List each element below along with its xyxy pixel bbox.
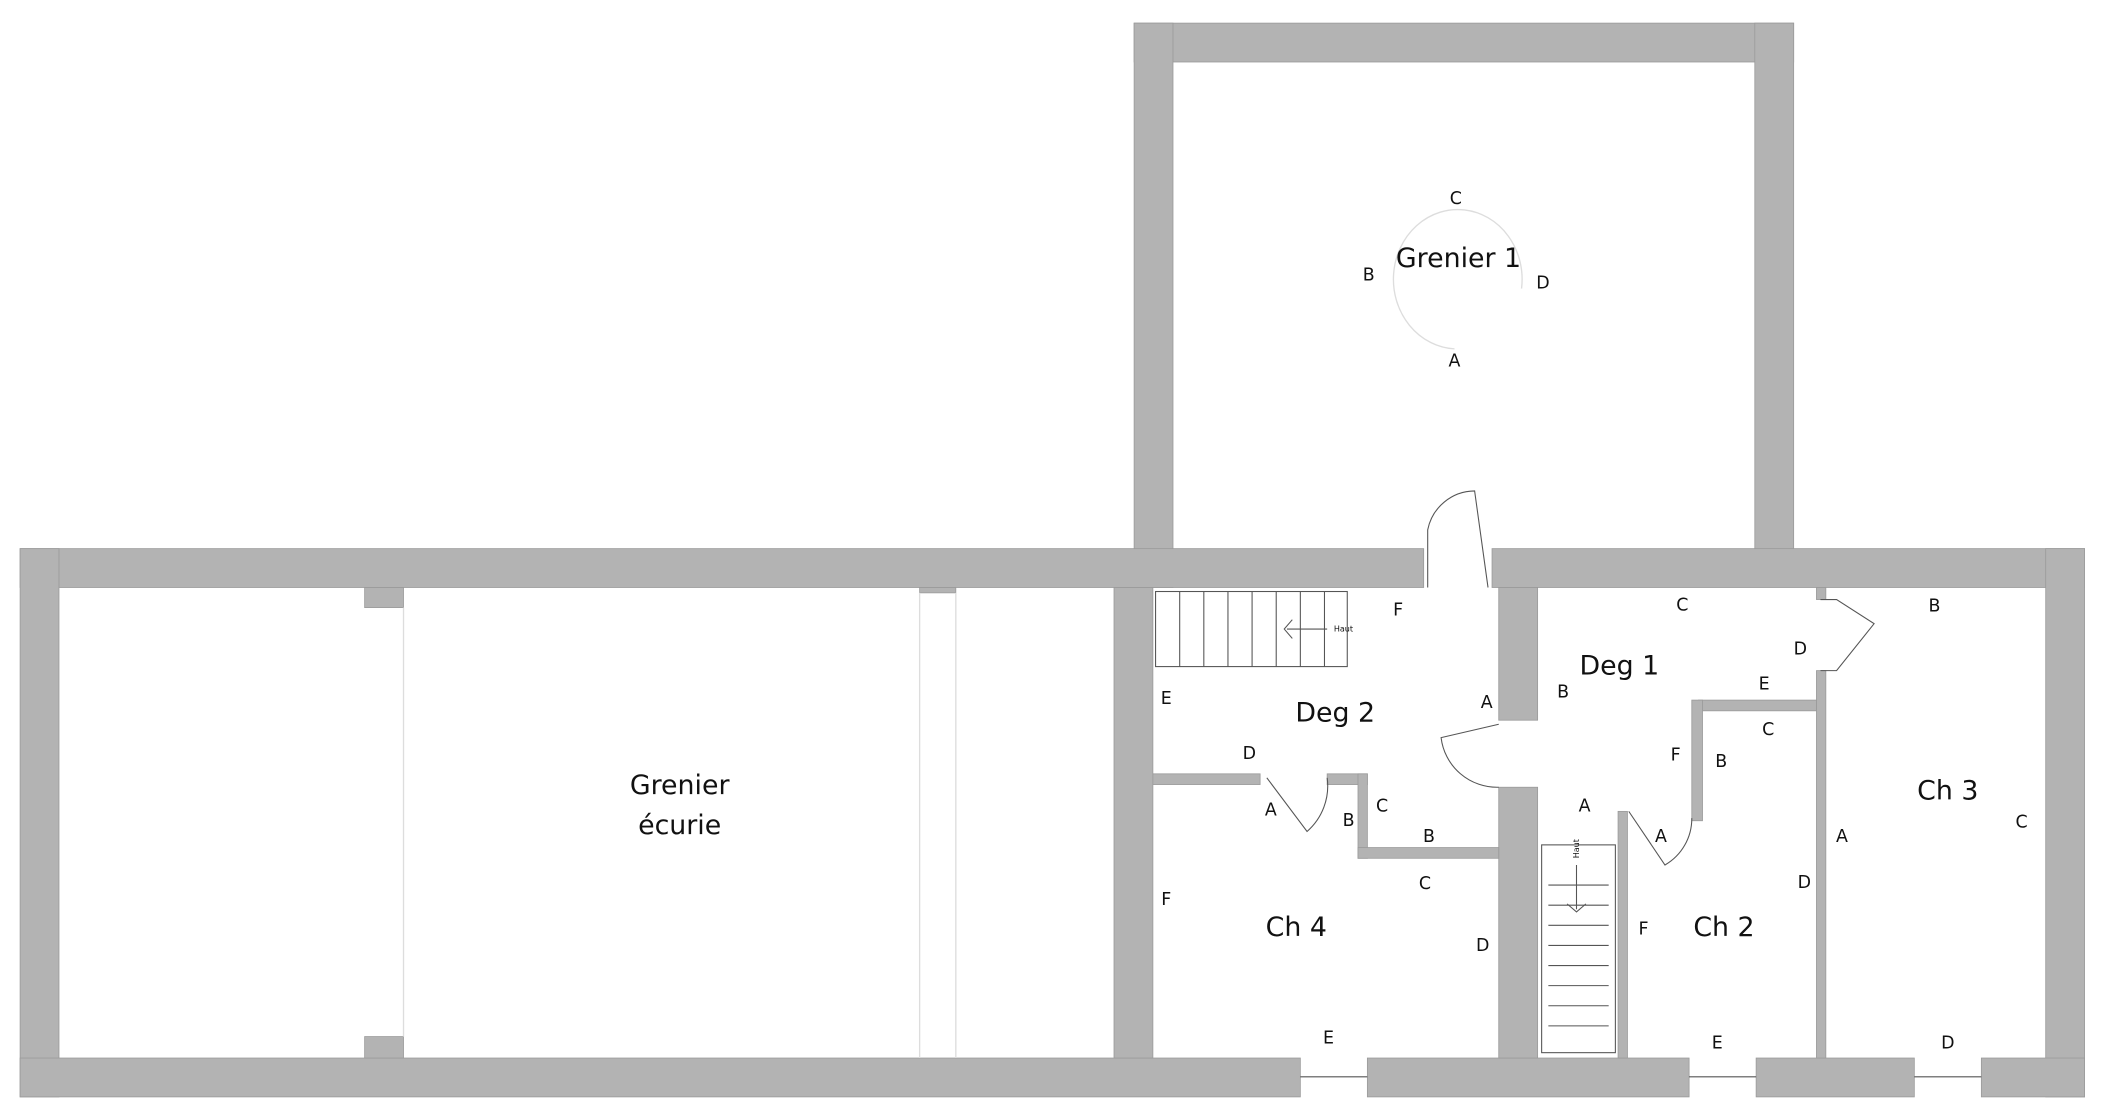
room-grenier-ecurie-line1: Grenier: [630, 770, 731, 801]
faint-lines: [402, 208, 1523, 1059]
wall-label: F: [1671, 745, 1681, 765]
wall-label: B: [1423, 827, 1435, 847]
wall-label: E: [1323, 1028, 1334, 1048]
wall-label: C: [1762, 720, 1774, 740]
wall-label: D: [1941, 1034, 1954, 1054]
room-ch-3: Ch 3: [1917, 775, 1978, 806]
wall-label: D: [1476, 936, 1489, 956]
wall-label: B: [1715, 752, 1727, 772]
wall-label: A: [1481, 693, 1493, 713]
room-grenier-1: Grenier 1: [1396, 243, 1521, 274]
wall-label: A: [1655, 827, 1667, 847]
wall-label: D: [1794, 640, 1807, 660]
wall-label: F: [1393, 601, 1403, 621]
wall-label: B: [1363, 266, 1375, 286]
upper-staircase: Haut: [1155, 590, 1353, 668]
wall-label: D: [1536, 274, 1549, 294]
wall-label: E: [1759, 674, 1770, 694]
wall-label: F: [1161, 890, 1171, 910]
wall-label: C: [1376, 796, 1388, 816]
doors: [1266, 490, 1875, 866]
wall-label: D: [1243, 744, 1256, 764]
wall-label: A: [1579, 796, 1591, 816]
wall-label: F: [1639, 920, 1649, 940]
wall-label: A: [1836, 827, 1848, 847]
wall-labels: C B D A F E A D A B C B C F D E C B D E …: [1161, 189, 2028, 1054]
room-labels: Grenier 1 Grenier écurie Deg 2 Deg 1 Ch …: [630, 243, 1979, 943]
stair-up-label: Haut: [1334, 625, 1353, 634]
wall-label: E: [1712, 1034, 1723, 1054]
walls: [19, 22, 2085, 1098]
room-ch-4: Ch 4: [1266, 912, 1327, 943]
wall-label: B: [1343, 811, 1355, 831]
room-grenier-ecurie-line2: écurie: [638, 810, 721, 841]
wall-label: A: [1449, 351, 1461, 371]
wall-label: E: [1161, 689, 1172, 709]
room-deg-1: Deg 1: [1580, 651, 1660, 682]
wall-label: C: [1450, 189, 1462, 209]
wall-label: C: [2015, 812, 2027, 832]
stair-down-label: Haut: [1572, 839, 1581, 858]
lower-staircase: Haut: [1541, 839, 1616, 1054]
wall-label: D: [1798, 873, 1811, 893]
room-deg-2: Deg 2: [1295, 698, 1375, 729]
wall-label: C: [1419, 874, 1431, 894]
wall-label: B: [1557, 682, 1569, 702]
wall-label: C: [1676, 595, 1688, 615]
wall-label: A: [1265, 800, 1277, 820]
wall-label: B: [1928, 597, 1940, 617]
room-ch-2: Ch 2: [1693, 912, 1754, 943]
